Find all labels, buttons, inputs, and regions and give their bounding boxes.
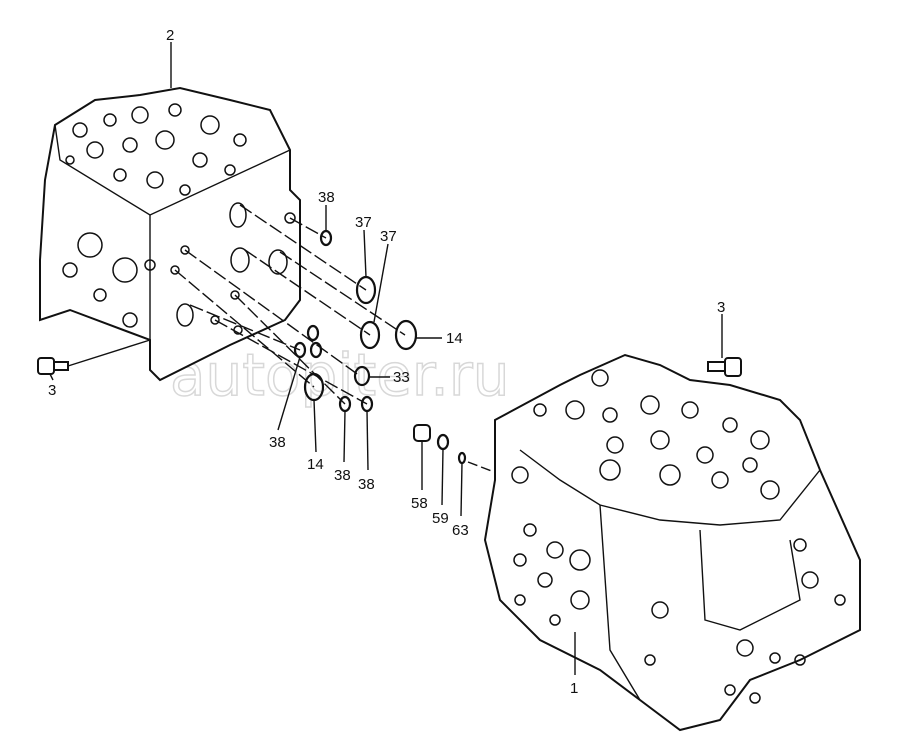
label-part-58: 58 bbox=[411, 495, 428, 512]
label-part-2: 2 bbox=[166, 27, 174, 44]
label-part-33: 33 bbox=[393, 369, 410, 386]
label-part-37: 37 bbox=[380, 228, 397, 245]
valve-block-2 bbox=[39, 86, 301, 382]
label-part-38: 38 bbox=[318, 189, 335, 206]
label-part-38: 38 bbox=[358, 476, 375, 493]
label-part-37: 37 bbox=[355, 214, 372, 231]
label-part-59: 59 bbox=[432, 510, 449, 527]
leader-lines bbox=[49, 42, 723, 675]
label-part-14: 14 bbox=[446, 330, 463, 347]
label-part-63: 63 bbox=[452, 522, 469, 539]
label-part-38: 38 bbox=[334, 467, 351, 484]
label-part-1: 1 bbox=[570, 680, 578, 697]
assembly-lines bbox=[174, 204, 406, 405]
part-labels: 2 38 37 37 14 33 3 38 14 38 38 3 58 59 6… bbox=[48, 27, 725, 697]
valve-block-1 bbox=[483, 353, 861, 732]
label-part-3: 3 bbox=[48, 382, 56, 399]
bolt-right bbox=[707, 357, 742, 377]
label-part-38: 38 bbox=[269, 434, 286, 451]
label-part-14: 14 bbox=[307, 456, 324, 473]
bolt-left bbox=[37, 339, 151, 375]
label-part-3: 3 bbox=[717, 299, 725, 316]
